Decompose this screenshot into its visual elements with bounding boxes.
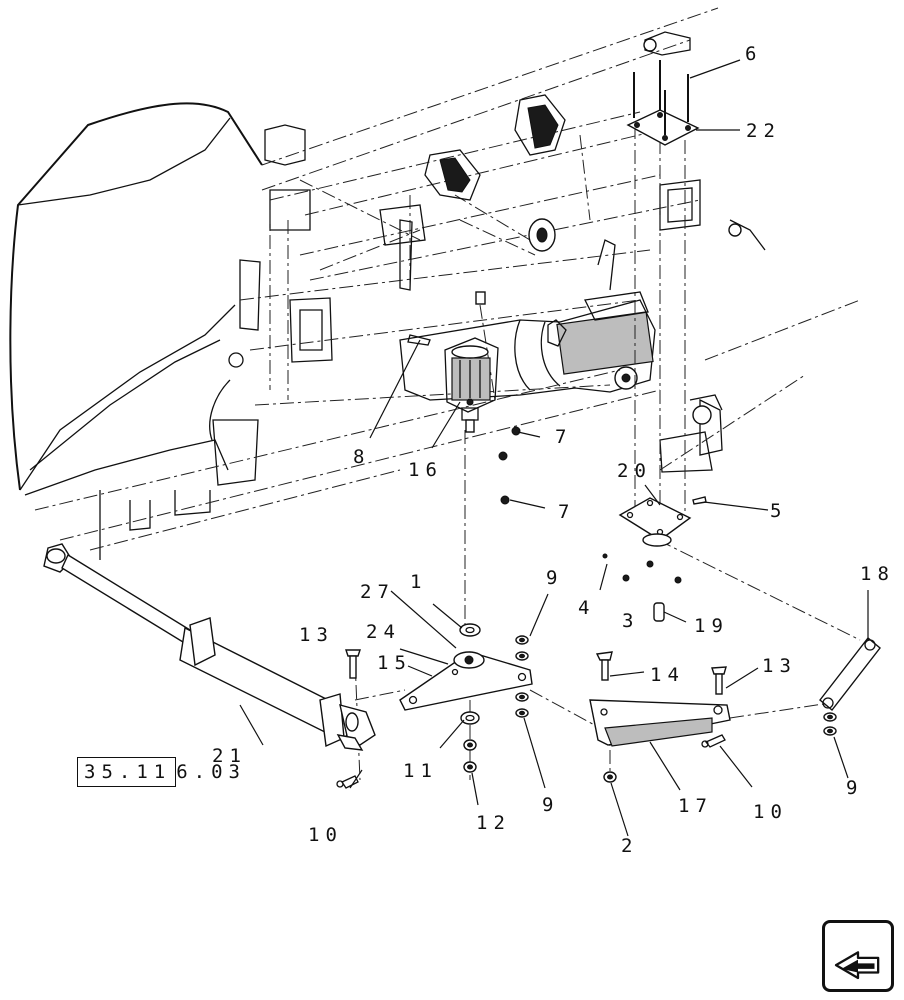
callout-9-right: 9 bbox=[846, 777, 863, 799]
callout-9-mid: 9 bbox=[542, 794, 559, 816]
callout-16: 16 bbox=[408, 459, 443, 481]
callout-22: 22 bbox=[746, 120, 781, 142]
plate-20 bbox=[618, 497, 692, 547]
callout-13-left: 13 bbox=[299, 624, 334, 646]
callout-14: 14 bbox=[650, 664, 685, 686]
link-plate-27 bbox=[399, 651, 533, 711]
leader-lines bbox=[239, 59, 869, 837]
plate-22 bbox=[626, 60, 700, 146]
callout-24: 24 bbox=[366, 621, 401, 643]
callout-17: 17 bbox=[678, 795, 713, 817]
callout-11: 11 bbox=[403, 760, 438, 782]
callout-12: 12 bbox=[476, 812, 511, 834]
back-button[interactable] bbox=[822, 920, 894, 992]
frame-hardware bbox=[379, 31, 691, 346]
callout-1: 1 bbox=[410, 571, 427, 593]
callout-labels: 6 22 7 7 8 16 20 5 4 3 19 18 9 27 1 13 2… bbox=[212, 43, 895, 857]
callout-7-lower: 7 bbox=[558, 501, 575, 523]
hydraulic-cylinder bbox=[43, 543, 376, 751]
callout-19: 19 bbox=[694, 615, 729, 637]
callout-3: 3 bbox=[622, 610, 639, 632]
back-arrow-icon bbox=[834, 951, 880, 980]
callout-8: 8 bbox=[353, 446, 370, 468]
callout-20: 20 bbox=[617, 460, 652, 482]
callout-6: 6 bbox=[745, 43, 762, 65]
callout-2: 2 bbox=[621, 835, 638, 857]
callout-27: 27 bbox=[360, 581, 395, 603]
small-hardware bbox=[336, 426, 837, 789]
callout-10-right: 10 bbox=[753, 801, 788, 823]
link-plate-17 bbox=[589, 699, 731, 747]
callout-18: 18 bbox=[860, 563, 895, 585]
reference-boxed: 35.11 bbox=[77, 757, 177, 787]
chassis-outline bbox=[9, 102, 333, 560]
callout-4: 4 bbox=[578, 597, 595, 619]
cross-frame bbox=[399, 179, 766, 473]
callout-21: 21 bbox=[212, 745, 247, 767]
callout-10-left: 10 bbox=[308, 824, 343, 846]
callout-9-upper: 9 bbox=[546, 567, 563, 589]
callout-13-right: 13 bbox=[762, 655, 797, 677]
link-18 bbox=[819, 636, 881, 712]
callout-15: 15 bbox=[377, 652, 412, 674]
cross-reference-link[interactable]: 35.11 6.03 bbox=[77, 757, 246, 787]
callout-5: 5 bbox=[770, 500, 787, 522]
pivot-assembly bbox=[444, 337, 499, 433]
callout-7-upper: 7 bbox=[555, 426, 572, 448]
reference-suffix: 6.03 bbox=[176, 761, 246, 783]
